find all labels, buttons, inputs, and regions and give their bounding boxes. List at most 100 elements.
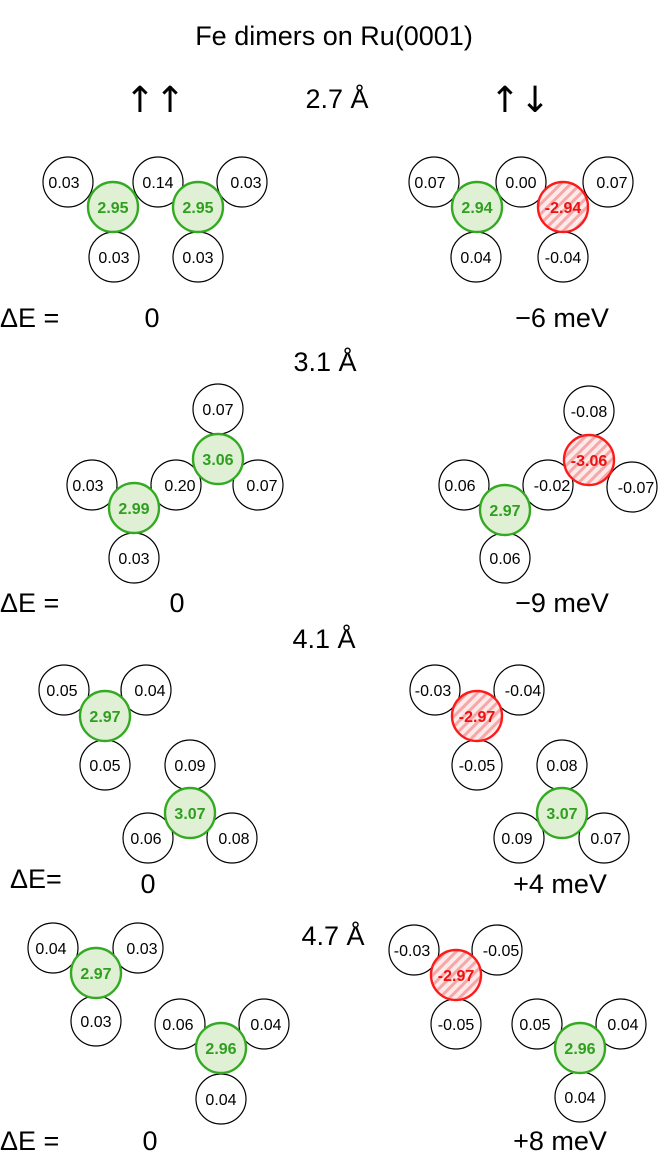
atom-neutral: -0.05	[471, 924, 523, 976]
atom-neutral: 0.04	[238, 998, 290, 1050]
atom-neutral: 0.03	[216, 156, 268, 208]
atom-neutral: 0.06	[438, 459, 490, 511]
moment-label: 0.03	[80, 1014, 111, 1031]
energy-label-4: ΔE =	[0, 1126, 59, 1156]
fe-atom-spin-up: 2.97	[69, 946, 123, 1000]
energy-parallel-4: 0	[142, 1126, 157, 1156]
moment-label: 0.07	[202, 402, 233, 419]
atom-neutral: 0.04	[450, 231, 502, 283]
fe-moment-label: 2.97	[80, 966, 111, 983]
moment-label: 0.04	[134, 683, 165, 700]
atom-neutral: -0.04	[537, 231, 589, 283]
atom-neutral: 0.06	[479, 532, 531, 584]
atom-neutral: 0.04	[195, 1073, 247, 1125]
moment-label: 0.04	[460, 250, 491, 267]
moment-label: 0.08	[546, 758, 577, 775]
moment-label: 0.06	[489, 551, 520, 568]
atom-neutral: 0.14	[132, 156, 184, 208]
energy-antiparallel-1: −6 meV	[515, 303, 609, 333]
fe-moment-label: 3.06	[202, 452, 233, 469]
config-4-1-parallel: 0.05 0.04 0.05 0.09 0.06 0.08 2.97 3.07	[38, 664, 258, 864]
energy-antiparallel-2: −9 meV	[515, 588, 609, 618]
fe-atom-spin-up: 2.95	[171, 180, 225, 234]
fe-atom-spin-up: 2.99	[107, 481, 161, 535]
fe-atom-spin-up: 2.97	[478, 483, 532, 537]
moment-label: -0.08	[571, 404, 608, 421]
fe-atom-spin-up: 2.94	[450, 180, 504, 234]
fe-atom-spin-down: -2.97	[450, 689, 504, 743]
distance-label-3: 4.1 Å	[292, 623, 355, 654]
energy-label-1: ΔE =	[0, 303, 59, 333]
energy-parallel-1: 0	[144, 303, 159, 333]
atom-neutral: 0.05	[38, 664, 90, 716]
moment-label: 0.04	[564, 1090, 595, 1107]
atom-neutral: -0.07	[606, 461, 658, 513]
config-2-7-parallel: 0.03 0.14 0.03 0.03 0.03 2.95 2.95	[42, 156, 268, 283]
moment-label: 0.07	[590, 831, 621, 848]
fe-atom-spin-down: -2.94	[536, 180, 590, 234]
moment-label: 0.09	[501, 831, 532, 848]
atom-neutral: 0.08	[536, 739, 588, 791]
energy-parallel-3: 0	[140, 869, 155, 899]
moment-label: 0.07	[414, 175, 445, 192]
fe-atom-spin-up: 2.95	[86, 180, 140, 234]
distance-label-1: 2.7 Å	[305, 83, 368, 114]
atom-neutral: -0.02	[522, 459, 574, 511]
atom-neutral: 0.04	[120, 664, 172, 716]
atom-neutral: 0.05	[79, 739, 131, 791]
fe-moment-label: 2.94	[461, 200, 492, 217]
moment-label: -0.03	[394, 943, 431, 960]
moment-label: 0.03	[118, 551, 149, 568]
moment-label: 0.03	[72, 478, 103, 495]
fe-moment-label: -3.06	[571, 453, 608, 470]
parallel-spin-header: ↑↑	[125, 80, 185, 121]
moment-label: 0.00	[505, 175, 536, 192]
energy-parallel-2: 0	[169, 588, 184, 618]
atom-neutral: 0.04	[27, 922, 79, 974]
atom-neutral: 0.06	[154, 998, 206, 1050]
atom-neutral: -0.08	[563, 385, 615, 437]
moment-label: -0.04	[545, 250, 582, 267]
moment-label: 0.06	[162, 1017, 193, 1034]
moment-label: -0.07	[618, 480, 655, 497]
atom-neutral: 0.20	[150, 459, 202, 511]
atom-neutral: 0.00	[495, 156, 547, 208]
fe-atom-spin-up: 3.07	[163, 786, 217, 840]
fe-atom-spin-up: 2.96	[553, 1021, 607, 1075]
moment-label: 0.04	[205, 1092, 236, 1109]
moment-label: 0.03	[48, 175, 79, 192]
atom-neutral: 0.07	[582, 156, 634, 208]
fe-moment-label: 2.99	[118, 501, 149, 518]
fe-atom-spin-up: 2.97	[78, 689, 132, 743]
atom-neutral: 0.07	[578, 812, 630, 864]
fe-atom-spin-up: 2.96	[194, 1021, 248, 1075]
fe-moment-label: 2.95	[97, 200, 128, 217]
config-3-1-parallel: 0.07 0.07 0.03 0.20 0.03 3.06 2.99	[66, 383, 284, 584]
moment-label: 0.03	[98, 250, 129, 267]
fe-moment-label: 2.97	[489, 503, 520, 520]
atom-neutral: 0.03	[42, 156, 94, 208]
atom-neutral: 0.07	[232, 459, 284, 511]
moment-label: 0.04	[250, 1017, 281, 1034]
atom-neutral: 0.09	[493, 812, 545, 864]
config-4-7-parallel: 0.04 0.03 0.03 0.06 0.04 0.04 2.97 2.96	[27, 922, 290, 1125]
atom-neutral: 0.03	[66, 459, 118, 511]
energy-antiparallel-4: +8 meV	[513, 1126, 607, 1156]
figure-title: Fe dimers on Ru(0001)	[195, 21, 473, 51]
fe-atom-spin-down: -2.97	[429, 948, 483, 1002]
moment-label: 0.05	[519, 1017, 550, 1034]
fe-atom-spin-up: 3.07	[535, 786, 589, 840]
fe-moment-label: -2.97	[438, 968, 475, 985]
atom-neutral: 0.03	[172, 231, 224, 283]
moment-label: 0.05	[89, 758, 120, 775]
atom-neutral: 0.04	[595, 998, 647, 1050]
moment-label: 0.09	[174, 758, 205, 775]
energy-label-2: ΔE =	[0, 588, 59, 618]
moment-label: 0.14	[142, 175, 173, 192]
moment-label: -0.05	[483, 943, 520, 960]
atom-neutral: 0.03	[70, 995, 122, 1047]
moment-label: -0.05	[459, 758, 496, 775]
moment-label: 0.06	[444, 478, 475, 495]
